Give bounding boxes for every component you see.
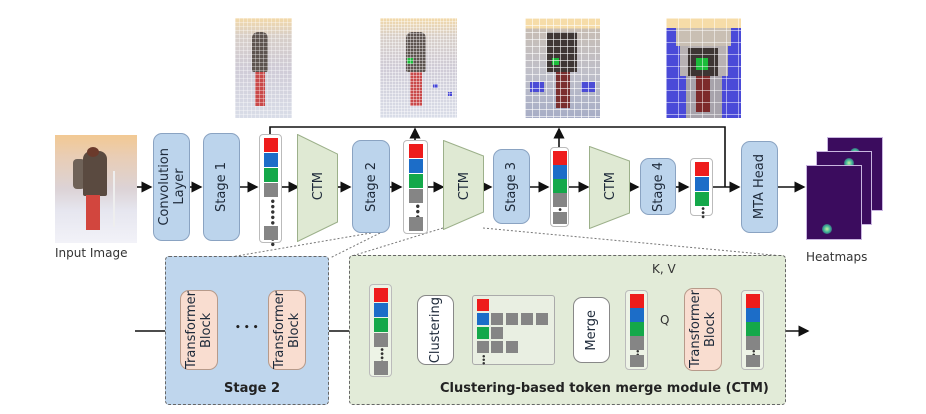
ctm-2 — [443, 140, 484, 230]
ctm-detail-title: Clustering-based token merge module (CTM… — [440, 381, 769, 396]
convolution-layer-label: Convolution Layer — [156, 148, 187, 226]
transformer-block-1: Transformer Block — [180, 290, 218, 370]
stage-2-label: Stage 2 — [363, 161, 379, 212]
convolution-layer: Convolution Layer — [153, 133, 190, 241]
token-blue — [695, 177, 709, 191]
ellipsis: ••• — [698, 206, 707, 219]
token-thumbnail-stage3 — [525, 18, 600, 118]
token-blue — [264, 153, 278, 167]
token-green — [630, 322, 644, 336]
clustering-step: Clustering — [417, 295, 454, 365]
token-blue — [409, 159, 423, 173]
stage-2: Stage 2 — [352, 140, 390, 233]
token-red — [409, 144, 423, 158]
ctm-input-tokens: ••••• — [369, 284, 392, 377]
token-gray — [553, 193, 567, 207]
ctm-output-tokens: ••• — [741, 290, 764, 370]
token-blue — [630, 308, 644, 322]
ellipsis: ••• — [749, 349, 757, 359]
ctm-3-label: CTM — [603, 172, 618, 201]
ellipsis: • • • — [235, 323, 259, 333]
token-column-3: ••• — [550, 147, 569, 227]
key-value-label: K, V — [652, 262, 676, 276]
token-blue — [374, 303, 388, 317]
token-green — [264, 168, 278, 182]
token-gray — [746, 336, 760, 350]
ellipsis: ••••• — [411, 203, 422, 230]
token-gray — [746, 355, 760, 367]
token-column-4: ••• — [690, 158, 713, 219]
mta-head: MTA Head — [741, 141, 778, 233]
token-red — [630, 294, 644, 308]
ellipsis: ••••••••• — [266, 198, 277, 247]
cluster-assignment-grid: ••• — [472, 295, 555, 365]
ctm-2-label: CTM — [457, 172, 472, 201]
heatmaps-label: Heatmaps — [806, 250, 868, 264]
token-gray — [553, 212, 567, 224]
stage-4-label: Stage 4 — [650, 161, 666, 212]
token-gray — [374, 361, 388, 375]
query-label: Q — [660, 313, 670, 327]
ctm-1-label: CTM — [311, 172, 326, 201]
token-gray — [630, 336, 644, 350]
heatmap-1 — [806, 165, 862, 240]
token-green — [746, 322, 760, 336]
token-gray — [409, 189, 423, 203]
token-gray — [630, 355, 644, 367]
token-green — [553, 179, 567, 193]
merge-label: Merge — [584, 309, 599, 351]
token-blue — [746, 308, 760, 322]
stage-3-label: Stage 3 — [504, 161, 519, 212]
stage-4: Stage 4 — [640, 158, 676, 215]
ctm-transformer-block: Transformer Block — [684, 288, 722, 371]
stage-3: Stage 3 — [493, 149, 530, 224]
input-image-label: Input Image — [55, 246, 128, 260]
token-column-2: ••••• — [403, 140, 428, 234]
transformer-block-n-label: Transformer Block — [272, 291, 302, 370]
token-column-1: ••••••••• — [259, 134, 282, 247]
token-thumbnail-stage2 — [380, 18, 457, 118]
token-red — [553, 151, 567, 165]
ctm-merged-tokens: ••• — [625, 290, 648, 370]
input-image — [55, 135, 137, 243]
token-red — [695, 162, 709, 176]
transformer-block-1-label: Transformer Block — [184, 291, 214, 370]
ellipsis: ••••• — [377, 347, 386, 368]
token-green — [409, 174, 423, 188]
stage-1: Stage 1 — [203, 133, 240, 241]
token-green — [695, 192, 709, 206]
mta-head-label: MTA Head — [752, 154, 767, 220]
token-thumbnail-stage1 — [235, 18, 292, 118]
transformer-block-n: Transformer Block — [268, 290, 306, 370]
token-gray — [374, 333, 388, 347]
ctm-1 — [297, 134, 338, 242]
token-blue — [553, 165, 567, 179]
ctm-transformer-block-label: Transformer Block — [688, 290, 718, 369]
token-gray — [264, 226, 278, 240]
token-green — [374, 318, 388, 332]
token-gray — [264, 183, 278, 197]
token-gray — [409, 217, 423, 231]
merge-step: Merge — [573, 297, 610, 363]
stage-2-detail-title: Stage 2 — [224, 381, 281, 396]
token-red — [374, 288, 388, 302]
token-red — [746, 294, 760, 308]
ellipsis: ••• — [633, 349, 641, 359]
token-thumbnail-stage4 — [666, 18, 741, 118]
token-red — [264, 138, 278, 152]
ctm-3 — [589, 146, 630, 229]
stage-1-label: Stage 1 — [214, 162, 229, 212]
clustering-label: Clustering — [428, 296, 443, 364]
